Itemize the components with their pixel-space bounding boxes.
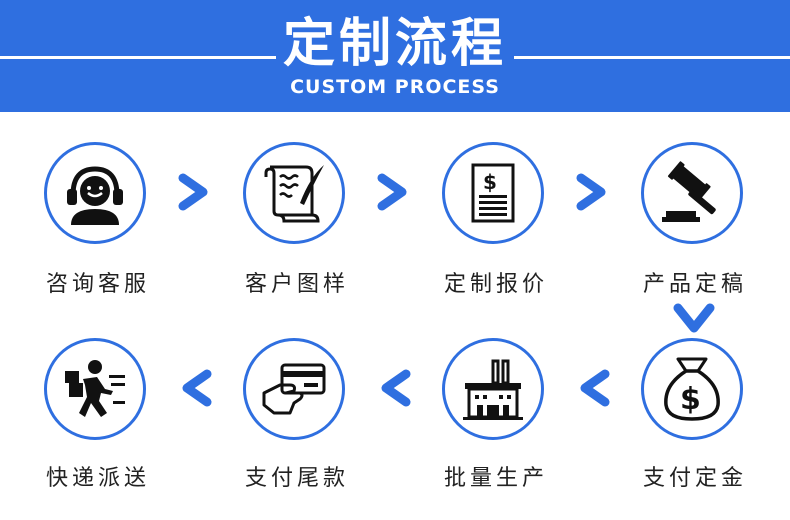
chevron-left-icon xyxy=(381,369,411,407)
gavel-icon xyxy=(662,161,716,222)
page-title: 定制流程 xyxy=(282,14,507,74)
banner-line-left xyxy=(0,56,276,59)
chevron-right-icon xyxy=(178,173,208,211)
header-banner: 定制流程 CUSTOM PROCESS xyxy=(0,0,790,112)
step-circle-deposit: $ xyxy=(641,338,743,440)
step-circle-quote: $ xyxy=(442,142,544,244)
step-label-quote: 定制报价 xyxy=(443,272,548,297)
chevron-left-icon xyxy=(580,369,610,407)
step-label-drawing: 客户图样 xyxy=(244,272,349,297)
step-circle-final-payment xyxy=(243,338,345,440)
svg-text:$: $ xyxy=(680,382,701,417)
chevron-down-icon xyxy=(673,303,715,333)
step-circle-consult xyxy=(44,142,146,244)
money-bag-icon: $ xyxy=(664,357,720,421)
step-label-finalize: 产品定稿 xyxy=(642,272,747,297)
chevron-right-icon xyxy=(377,173,407,211)
scroll-quill-icon xyxy=(264,165,324,223)
step-circle-finalize xyxy=(641,142,743,244)
step-label-final-payment: 支付尾款 xyxy=(244,466,349,491)
page-subtitle: CUSTOM PROCESS xyxy=(290,76,500,98)
step-label-production: 批量生产 xyxy=(443,466,548,491)
step-circle-drawing xyxy=(243,142,345,244)
step-circle-delivery xyxy=(44,338,146,440)
card-payment-icon xyxy=(262,363,326,415)
step-label-deposit: 支付定金 xyxy=(642,466,747,491)
delivery-courier-icon xyxy=(65,360,125,417)
step-label-consult: 咨询客服 xyxy=(45,272,150,297)
factory-icon xyxy=(463,359,523,420)
banner-line-right xyxy=(514,56,790,59)
price-document-icon: $ xyxy=(471,163,515,223)
step-circle-production xyxy=(442,338,544,440)
chevron-right-icon xyxy=(576,173,606,211)
svg-text:$: $ xyxy=(483,170,497,194)
chevron-left-icon xyxy=(182,369,212,407)
step-label-delivery: 快递派送 xyxy=(45,466,150,491)
headset-agent-icon xyxy=(67,166,123,225)
